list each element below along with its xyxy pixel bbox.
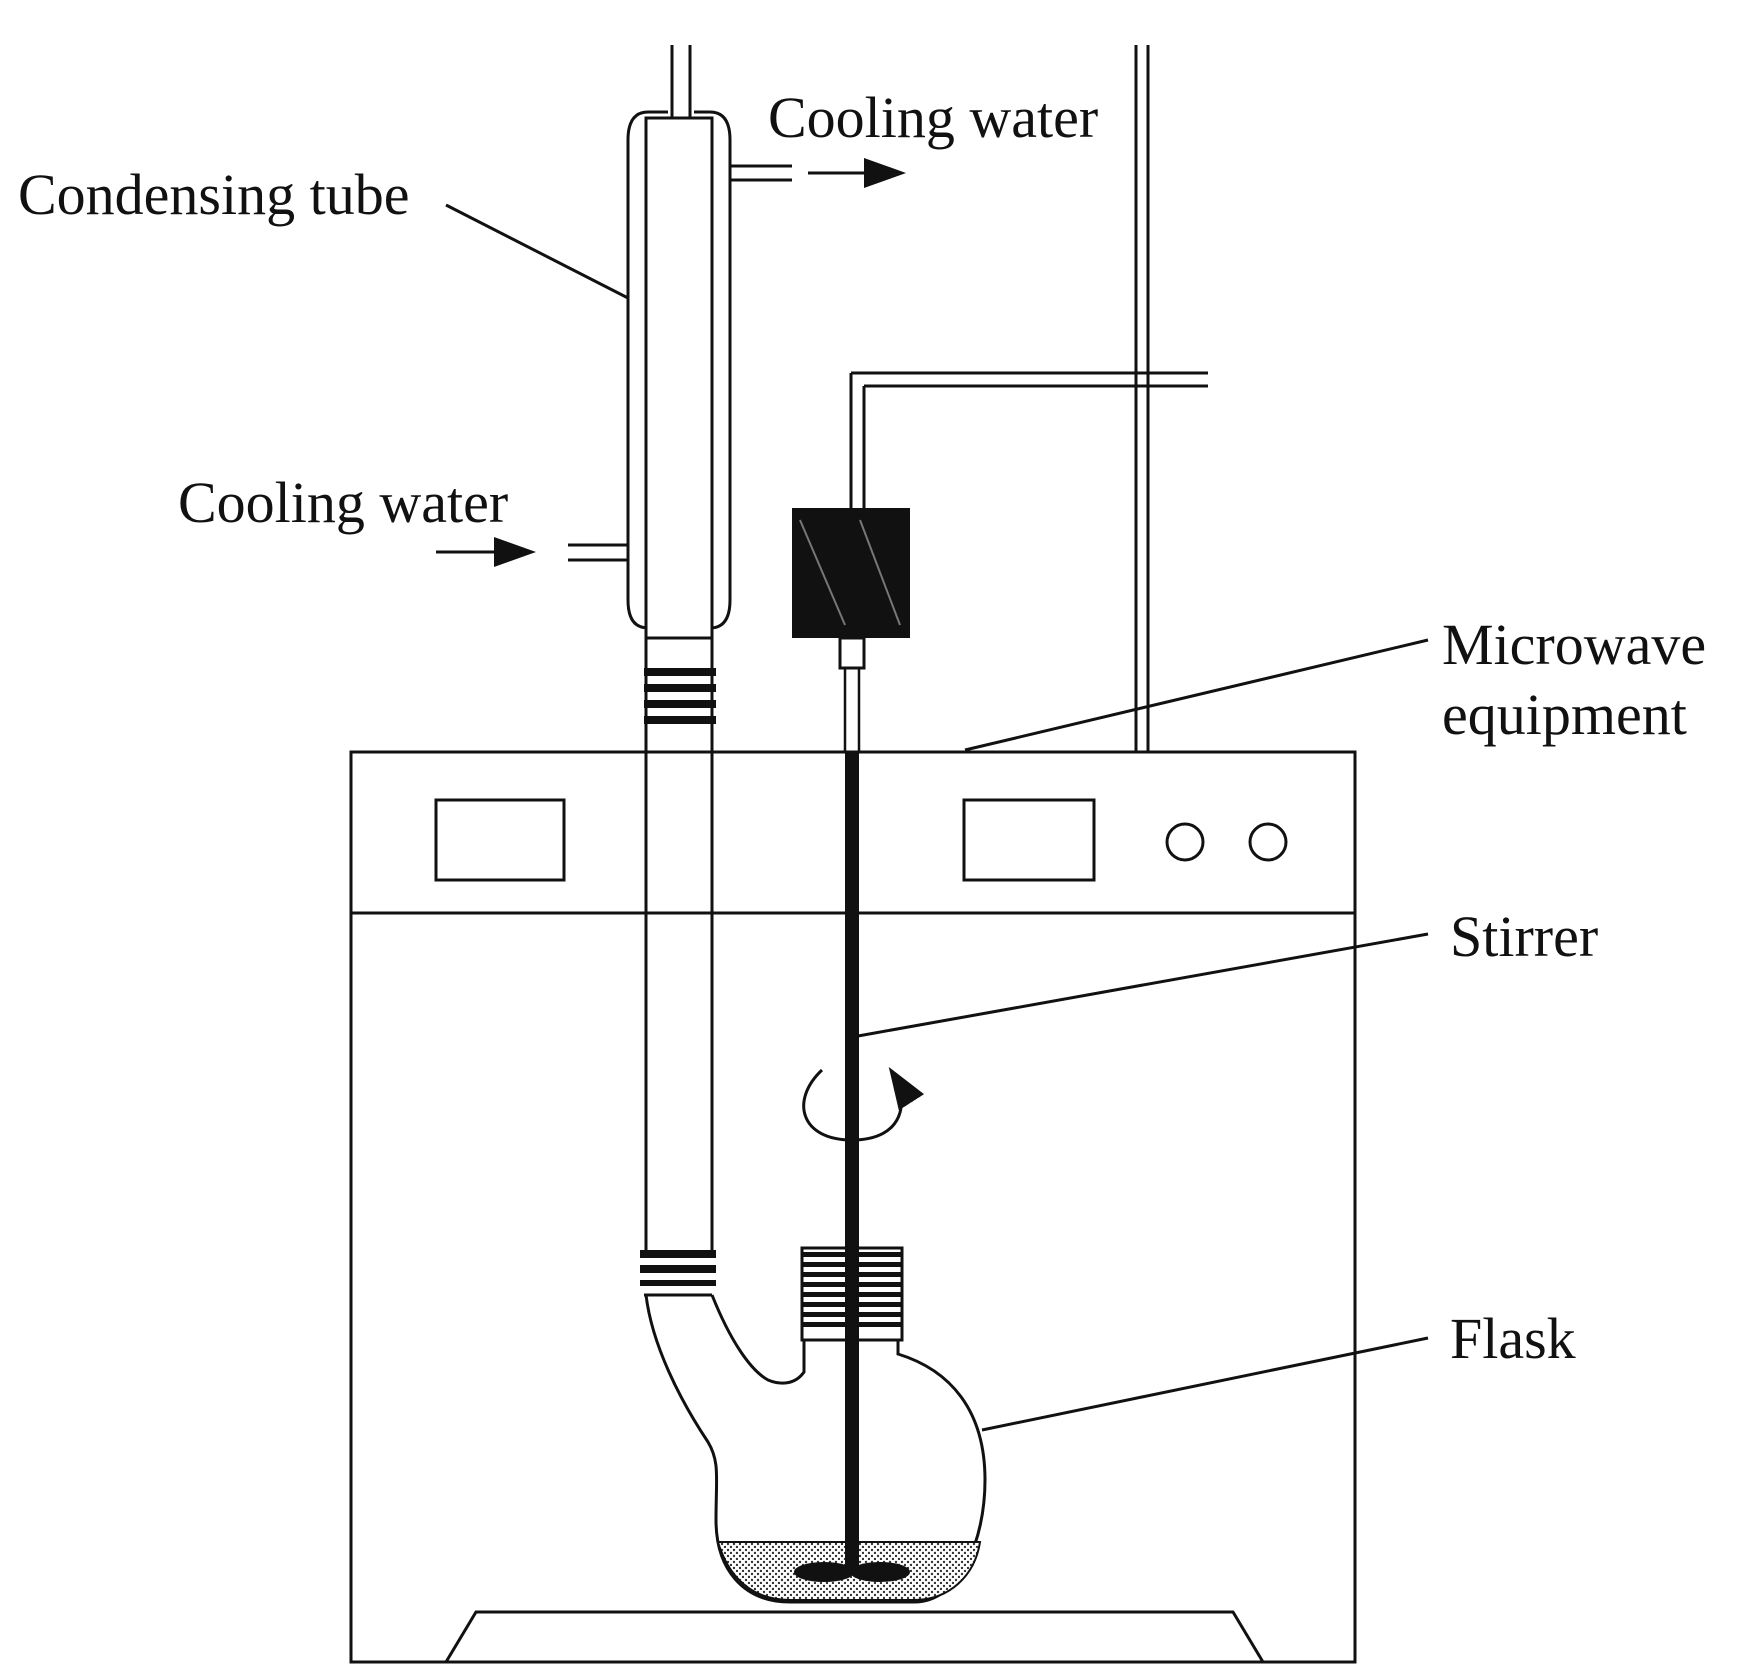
control-knob-1 (1165, 822, 1205, 862)
flask (644, 1246, 987, 1604)
display-panel-left (434, 798, 566, 882)
support-stand (849, 45, 1208, 752)
flask-label: Flask (1450, 1306, 1576, 1371)
stirrer-motor (792, 508, 910, 638)
cooling-water-out-label: Cooling water (768, 85, 1098, 150)
stirrer (792, 508, 925, 1572)
microwave-label-line1: Microwave (1442, 612, 1706, 677)
microwave-leader (964, 638, 1429, 752)
stirrer-label: Stirrer (1450, 904, 1598, 969)
flask-leader (981, 1336, 1429, 1432)
base-platform (444, 1610, 1265, 1663)
condensing-tube (568, 45, 792, 1297)
condensing-tube-label: Condensing tube (18, 162, 409, 227)
condensing-tube-leader (445, 203, 629, 300)
microwave-label-line2: equipment (1442, 682, 1687, 747)
cooling-water-in-label: Cooling water (178, 470, 508, 535)
display-panel-right (962, 798, 1096, 882)
stirrer-leader (857, 932, 1429, 1038)
control-knob-2 (1248, 822, 1288, 862)
